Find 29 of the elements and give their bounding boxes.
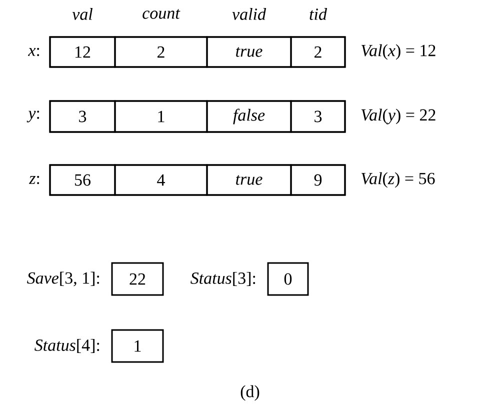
record-cell: 56 [49, 164, 116, 196]
record-cell: 9 [290, 164, 346, 196]
row-label: z: [28, 176, 40, 184]
record-cell: 12 [49, 36, 116, 68]
variable-label: Status[4]: [34, 338, 100, 354]
row-label: x: [28, 48, 40, 56]
record-cell: 3 [49, 100, 116, 133]
record-cell: 4 [114, 164, 208, 196]
value-box: 1 [111, 329, 164, 363]
column-header: count [142, 9, 180, 19]
column-header: tid [310, 8, 328, 20]
caption: (d) [240, 385, 260, 401]
variable-label: Status[3]: [190, 272, 256, 286]
record-cell: 3 [290, 100, 346, 133]
column-header: valid [232, 8, 266, 20]
value-equation: Val(z) = 56 [361, 172, 435, 188]
record-cell: true [206, 36, 292, 68]
record-cell: true [206, 164, 292, 196]
column-header: val [72, 8, 92, 20]
value-box: 0 [267, 262, 309, 296]
value-equation: Val(x) = 12 [361, 44, 436, 60]
variable-label: Save[3, 1]: [27, 272, 100, 286]
record-cell: 1 [114, 100, 208, 133]
record-cell: false [206, 100, 292, 133]
record-cell: 2 [290, 36, 346, 68]
record-cell: 2 [114, 36, 208, 68]
row-label: y: [26, 110, 40, 122]
value-box: 22 [111, 262, 164, 296]
value-equation: Val(y) = 22 [361, 108, 436, 124]
